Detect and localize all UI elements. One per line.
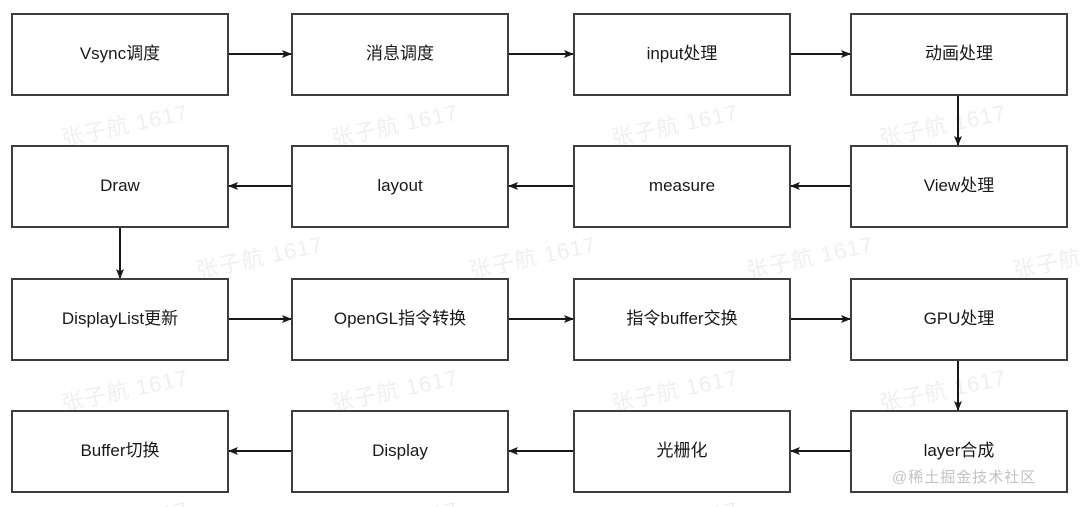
- node-measure[interactable]: measure: [573, 145, 791, 228]
- node-bufferswap[interactable]: Buffer切换: [11, 410, 229, 493]
- node-label: 指令buffer交换: [626, 309, 738, 329]
- node-label: Draw: [100, 176, 140, 196]
- node-label: OpenGL指令转换: [333, 309, 467, 329]
- node-label: GPU处理: [923, 309, 995, 329]
- node-display[interactable]: Display: [291, 410, 509, 493]
- node-message[interactable]: 消息调度: [291, 13, 509, 96]
- node-label: input处理: [646, 44, 718, 64]
- node-label: 动画处理: [925, 44, 993, 64]
- node-label: Buffer切换: [80, 441, 160, 461]
- node-input[interactable]: input处理: [573, 13, 791, 96]
- node-cmdbuffer[interactable]: 指令buffer交换: [573, 278, 791, 361]
- node-label: measure: [648, 176, 716, 196]
- node-animation[interactable]: 动画处理: [850, 13, 1068, 96]
- node-layout[interactable]: layout: [291, 145, 509, 228]
- node-view[interactable]: View处理: [850, 145, 1068, 228]
- node-label: Vsync调度: [79, 44, 161, 64]
- node-gpu[interactable]: GPU处理: [850, 278, 1068, 361]
- node-vsync[interactable]: Vsync调度: [11, 13, 229, 96]
- node-label: layout: [377, 176, 423, 196]
- node-label: View处理: [923, 176, 995, 196]
- node-label: 消息调度: [366, 44, 434, 64]
- node-label: layer合成: [923, 441, 995, 461]
- node-label: DisplayList更新: [61, 309, 179, 329]
- node-label: Display: [372, 441, 428, 461]
- node-opengl[interactable]: OpenGL指令转换: [291, 278, 509, 361]
- node-label: 光栅化: [656, 441, 708, 461]
- node-displaylist[interactable]: DisplayList更新: [11, 278, 229, 361]
- node-draw[interactable]: Draw: [11, 145, 229, 228]
- node-layer[interactable]: layer合成: [850, 410, 1068, 493]
- node-raster[interactable]: 光栅化: [573, 410, 791, 493]
